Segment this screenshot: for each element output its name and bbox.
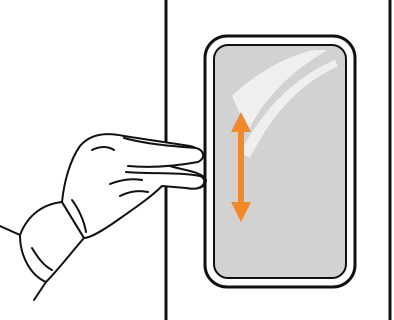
phone-icon — [205, 36, 355, 287]
hand-icon — [0, 134, 206, 300]
arm-line-upper — [0, 226, 20, 235]
arm-line-lower — [34, 282, 46, 300]
